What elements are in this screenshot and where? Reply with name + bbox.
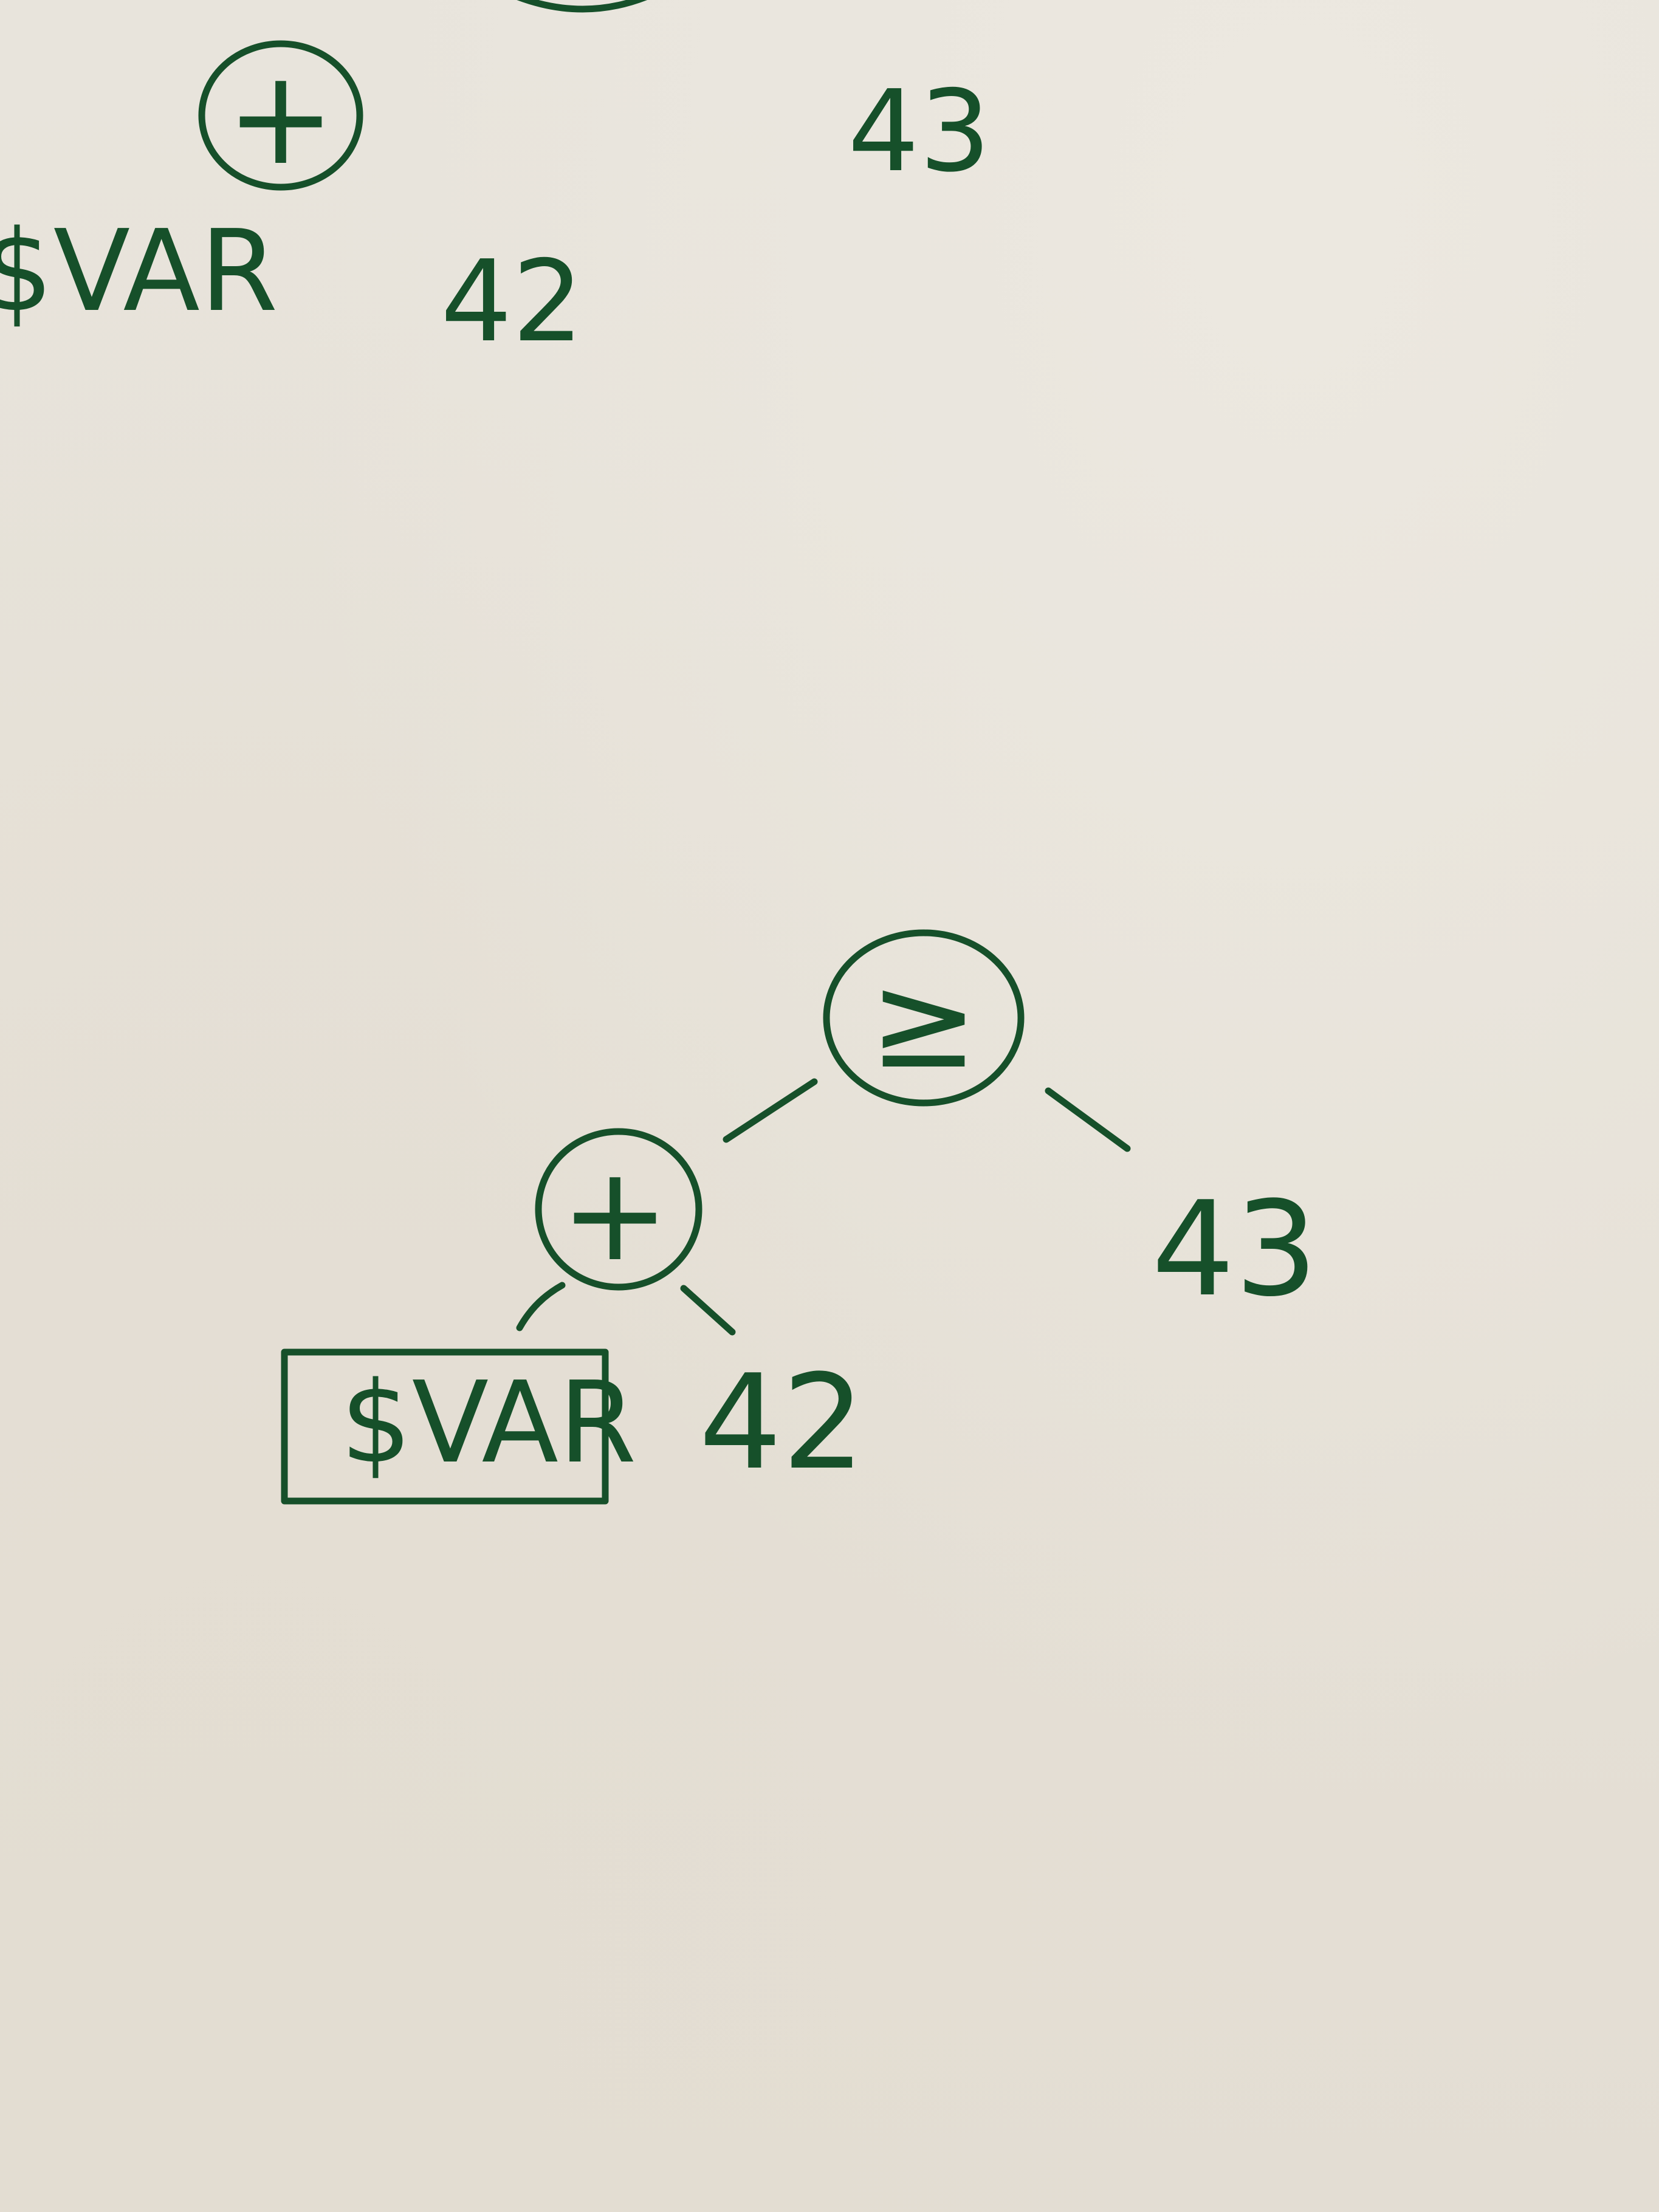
- leaf-43: 43: [1152, 1173, 1318, 1325]
- top-42-leaf: 42: [441, 236, 583, 367]
- var-leaf-label: $VAR: [340, 1357, 637, 1488]
- top-plus-operator: +: [226, 41, 335, 194]
- edge-root-to-43: [1045, 1087, 1131, 1152]
- edge-plus-to-var: [516, 1282, 566, 1331]
- root-geq-node: [823, 929, 1025, 1107]
- top-43-leaf: 43: [848, 66, 991, 197]
- top-root-node-arc: [517, 0, 648, 13]
- root-geq-operator: ≥: [869, 945, 978, 1097]
- edge-root-to-plus: [723, 1078, 818, 1143]
- edge-plus-to-42: [680, 1285, 736, 1336]
- top-tree: + $VAR 42 43: [0, 0, 991, 367]
- top-plus-node: [198, 40, 363, 191]
- plus-node: [535, 1128, 702, 1291]
- leaf-42: 42: [699, 1346, 865, 1499]
- top-var-leaf: $VAR: [0, 205, 278, 337]
- plus-operator: +: [560, 1138, 670, 1290]
- var-leaf-box: [281, 1348, 609, 1505]
- bottom-tree: ≥ + 43 $VAR 42: [281, 929, 1318, 1505]
